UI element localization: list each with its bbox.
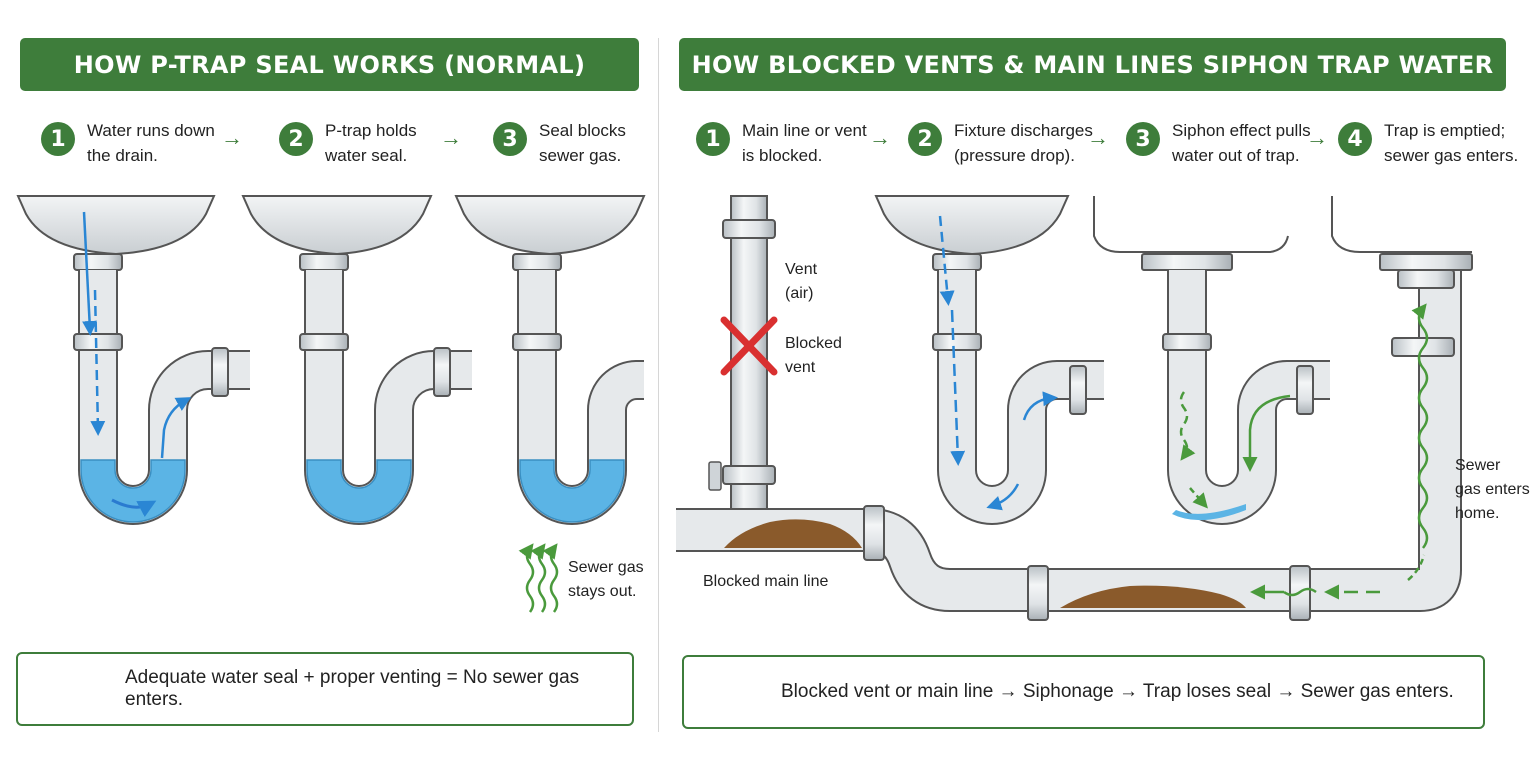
step-number-badge: 4 — [1338, 122, 1372, 156]
step-arrow-icon: → — [869, 125, 891, 150]
panel-divider — [658, 38, 659, 732]
step-number-badge: 3 — [493, 122, 527, 156]
right-summary-box: Blocked vent or main line → Siphonage → … — [682, 655, 1485, 729]
right-step-1: 1 Main line or vent is blocked. — [696, 118, 871, 168]
step-text: Fixture discharges (pressure drop). — [954, 121, 1093, 165]
left-step-2: 2 P-trap holds water seal. — [279, 118, 439, 168]
step-text: Seal blocks sewer gas. — [539, 121, 626, 165]
step-arrow-icon: → — [1306, 125, 1328, 150]
step-number-badge: 2 — [908, 122, 942, 156]
left-step-3: 3 Seal blocks sewer gas. — [493, 118, 633, 168]
vent-label: Vent (air) — [785, 261, 818, 302]
step-text: Siphon effect pulls water out of trap. — [1172, 121, 1311, 165]
step-text: Main line or vent is blocked. — [742, 121, 867, 165]
right-panel-title: HOW BLOCKED VENTS & MAIN LINES SIPHON TR… — [679, 38, 1506, 91]
blocked-main-line-label: Blocked main line — [703, 573, 829, 590]
step-arrow-icon: → — [1087, 125, 1109, 150]
sink-1 — [16, 195, 250, 525]
sewer-gas-enters-label: Sewer gas enters home. — [1455, 457, 1530, 522]
fixture-sink — [874, 195, 1104, 525]
siphoning-sink — [1093, 196, 1330, 525]
step-text: P-trap holds water seal. — [325, 121, 417, 165]
right-step-3: 3 Siphon effect pulls water out of trap. — [1126, 118, 1316, 168]
sink-3 — [454, 195, 646, 525]
left-summary-box: Adequate water seal + proper venting = N… — [16, 652, 634, 726]
step-number-badge: 1 — [696, 122, 730, 156]
left-step-1: 1 Water runs down the drain. — [41, 118, 241, 168]
left-panel-title: HOW P-TRAP SEAL WORKS (NORMAL) — [20, 38, 639, 91]
step-text: Trap is emptied; sewer gas enters. — [1384, 121, 1519, 165]
right-step-4: 4 Trap is emptied; sewer gas enters. — [1338, 118, 1528, 168]
right-summary-text: Blocked vent or main line → Siphonage → … — [781, 681, 1454, 702]
step-arrow-icon: → — [440, 125, 462, 150]
main-line-pipe — [676, 269, 1462, 621]
right-step-2: 2 Fixture discharges (pressure drop). — [908, 118, 1093, 168]
step-arrow-icon: → — [221, 125, 243, 150]
sink-2 — [241, 195, 472, 525]
step-text: Water runs down the drain. — [87, 121, 215, 165]
emptied-sink — [1250, 196, 1473, 600]
sewer-gas-stays-out-label: Sewer gas stays out. — [568, 559, 644, 600]
sewer-gas-arrows — [518, 543, 559, 613]
step-number-badge: 2 — [279, 122, 313, 156]
blocked-vent-label: Blocked vent — [785, 335, 842, 376]
left-summary-text: Adequate water seal + proper venting = N… — [125, 667, 580, 710]
x-mark-icon — [720, 316, 778, 376]
step-number-badge: 1 — [41, 122, 75, 156]
step-number-badge: 3 — [1126, 122, 1160, 156]
